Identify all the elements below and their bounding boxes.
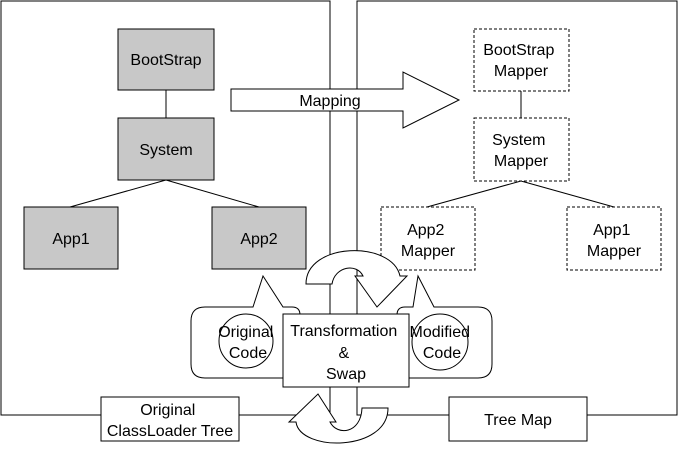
left-tree-edges	[69, 90, 260, 208]
svg-text:BootStrap Mapper: BootStrap Mapper	[483, 42, 559, 80]
system-label: System	[139, 142, 192, 159]
bootstrap-mapper-node	[473, 28, 570, 92]
app2-mapper-label-2: Mapper	[401, 243, 456, 260]
bootstrap-node	[117, 28, 215, 91]
right-tree-edges	[426, 91, 615, 208]
original-tree-caption-2: ClassLoader Tree	[107, 423, 233, 440]
transformation-label-1: Transformation	[290, 323, 397, 340]
app2-mapper-label-1: App2	[407, 222, 444, 239]
svg-text:System Mapper: System Mapper	[492, 132, 550, 170]
original-code-circle	[218, 313, 274, 369]
mapping-label: Mapping	[299, 93, 360, 110]
app2-node	[211, 206, 307, 270]
svg-text:App2 Mapper: App2 Mapper	[401, 222, 456, 260]
app1-mapper-label-2: Mapper	[587, 243, 642, 260]
transformation-label-2: &	[338, 345, 349, 362]
svg-text:Transformation & Swap: Transformation & Swap	[290, 323, 401, 383]
app2-mapper-node	[380, 206, 476, 271]
svg-text:Modified Code: Modified Code	[410, 324, 475, 362]
bootstrap-mapper-label-1: BootStrap	[483, 42, 554, 59]
modified-code-label-2: Code	[423, 345, 461, 362]
system-node	[117, 117, 215, 181]
app1-label: App1	[52, 231, 89, 248]
transformation-box	[282, 313, 410, 388]
svg-text:App1 Mapper: App1 Mapper	[587, 222, 642, 260]
bootstrap-mapper-label-2: Mapper	[494, 63, 549, 80]
app1-mapper-node	[566, 206, 662, 271]
tree-map-caption: Tree Map	[484, 412, 552, 429]
modified-code-label-1: Modified	[410, 324, 470, 341]
modified-code-circle	[411, 313, 469, 371]
curved-arrow-bottom	[287, 393, 389, 444]
system-mapper-label-2: Mapper	[494, 153, 549, 170]
app1-node	[23, 206, 119, 270]
tree-map-caption-box	[448, 396, 588, 442]
original-tree-caption-1: Original	[140, 402, 195, 419]
system-mapper-node	[473, 117, 570, 182]
app1-mapper-label-1: App1	[593, 222, 630, 239]
original-code-label-1: Original	[218, 324, 273, 341]
mapping-arrow	[230, 71, 461, 129]
original-code-label-2: Code	[229, 345, 267, 362]
app2-label: App2	[240, 231, 277, 248]
svg-text:Original ClassLoader Tree: Original ClassLoader Tree	[107, 402, 233, 440]
system-mapper-label-1: System	[492, 132, 545, 149]
bootstrap-label: BootStrap	[130, 52, 201, 69]
transformation-label-3: Swap	[326, 366, 366, 383]
curved-arrow-top	[305, 250, 409, 308]
original-tree-caption-box	[100, 396, 240, 442]
svg-text:Original Code: Original Code	[218, 324, 278, 362]
